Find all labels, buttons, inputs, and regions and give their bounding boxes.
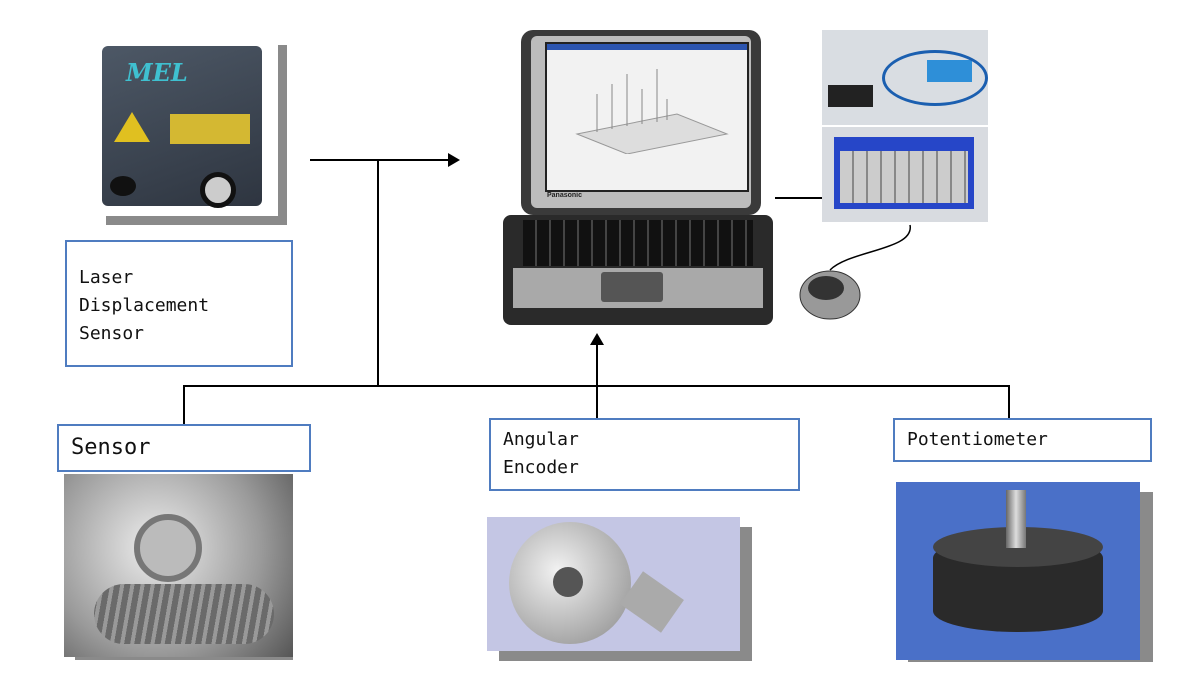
laser-displacement-sensor-label: Laser Displacement Sensor — [65, 240, 293, 367]
label-line: Sensor — [79, 323, 145, 344]
screen-3d-chart — [575, 69, 729, 154]
potentiometer-label: Potentiometer — [893, 418, 1152, 462]
laser-warning-icon — [114, 112, 150, 142]
laptop-keyboard — [523, 220, 753, 266]
potentiometer-image — [896, 482, 1140, 660]
daq-unit-image — [822, 127, 988, 222]
mouse-image — [799, 224, 911, 320]
label-line: Encoder — [503, 457, 579, 478]
arrowhead-up — [590, 333, 604, 345]
daq-cable-image — [822, 30, 988, 125]
label-text: Potentiometer — [907, 429, 1048, 450]
connector-laser-to-laptop — [310, 159, 458, 161]
laptop-image: Panasonic — [483, 30, 775, 335]
connector-sensor — [183, 385, 185, 425]
connector-encoder-to-laptop — [596, 340, 598, 420]
label-line: Angular — [503, 429, 579, 450]
connector-vertical-trunk — [377, 160, 379, 386]
encoder-image — [487, 517, 740, 651]
touchpad — [601, 272, 663, 302]
label-line: Laser — [79, 267, 134, 288]
connector-potentiometer — [1008, 385, 1010, 420]
label-text: Sensor — [71, 435, 151, 460]
laptop-screen — [545, 42, 749, 192]
laser-sensor-image: MEL — [96, 40, 278, 216]
laptop-brand: Panasonic — [547, 192, 583, 199]
angular-encoder-label: Angular Encoder — [489, 418, 800, 491]
brand-logo: MEL — [126, 58, 188, 87]
label-line: Displacement — [79, 295, 210, 316]
arrowhead-right — [448, 153, 460, 167]
sensor-image — [64, 474, 293, 657]
sensor-label: Sensor — [57, 424, 311, 472]
laptop-daq-cable — [775, 197, 822, 199]
